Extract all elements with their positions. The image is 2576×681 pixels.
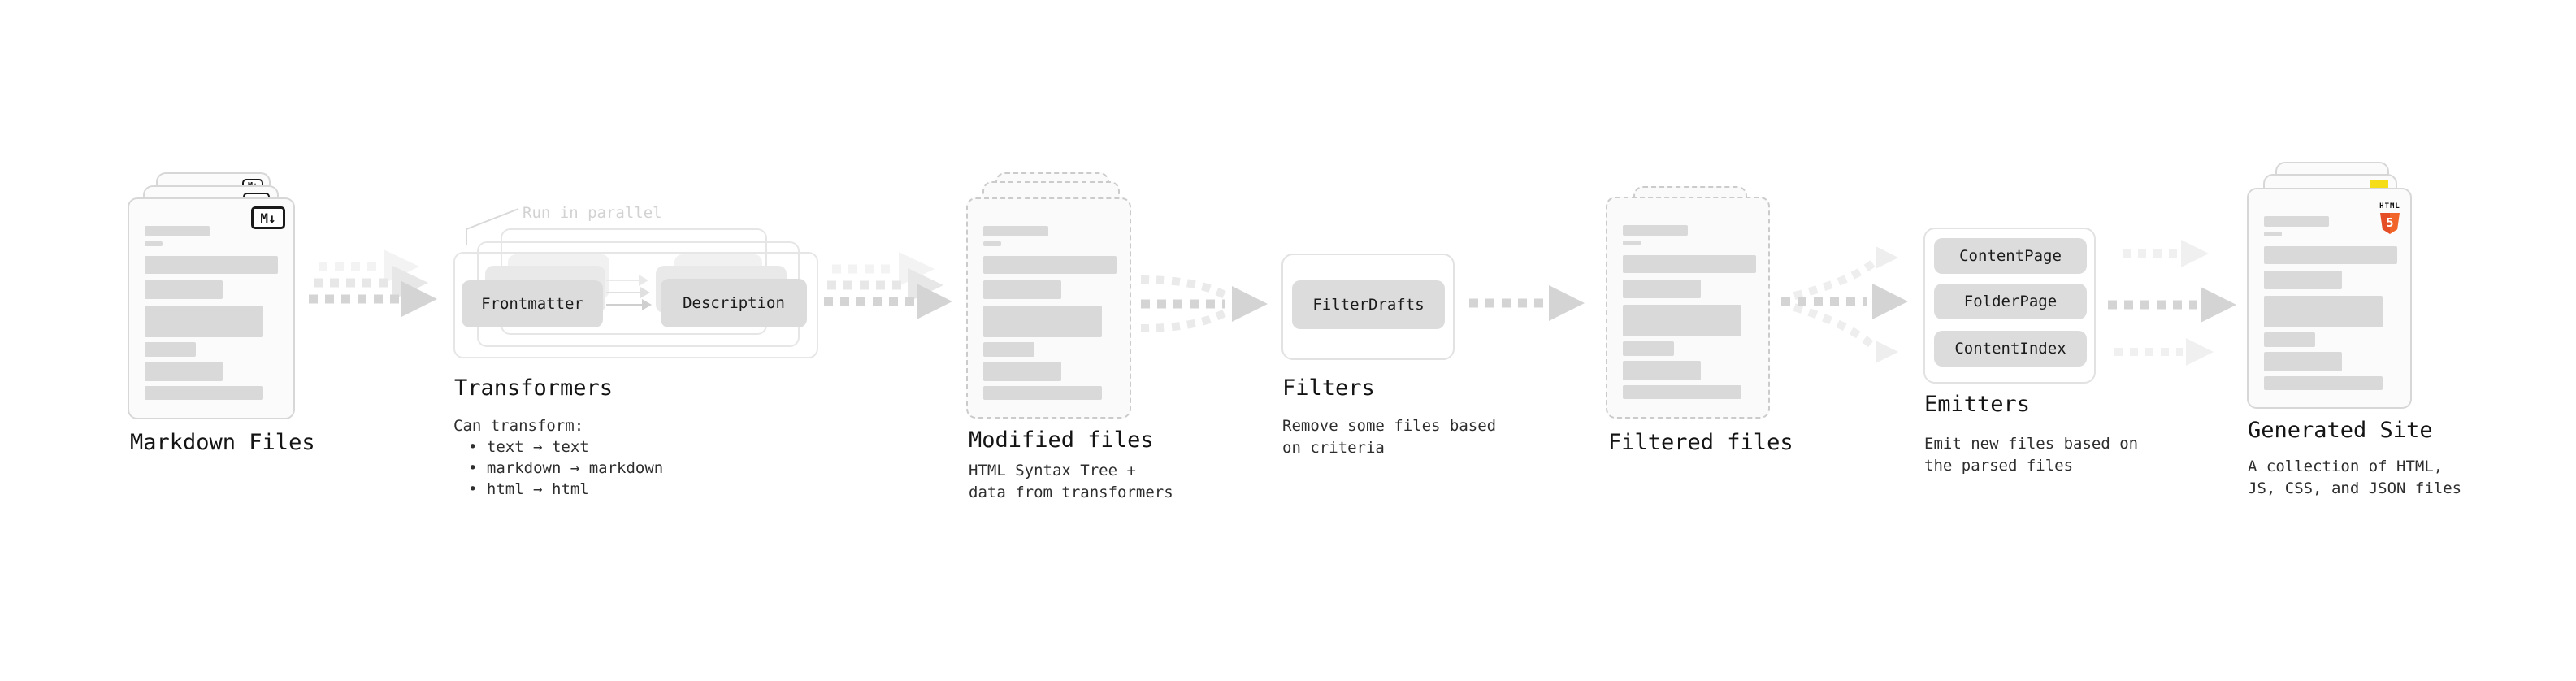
skeleton-text-bar (983, 256, 1117, 274)
arrow-markdown-to-transformers (309, 249, 437, 317)
skeleton-text-bar (2264, 232, 2282, 236)
arrow-emitters-to-generated-site (2108, 240, 2236, 366)
contentpage-node: ContentPage (1934, 238, 2087, 274)
skeleton-text-bar (145, 386, 263, 400)
caption-line: Remove some files based (1282, 417, 1497, 435)
skeleton-text-bar (1623, 341, 1674, 356)
contentindex-node: ContentIndex (1934, 331, 2087, 367)
skeleton-text-bar (2264, 376, 2383, 390)
run-in-parallel-label: Run in parallel (523, 204, 662, 222)
caption-heading: Can transform: (453, 417, 584, 435)
skeleton-text-bar (145, 226, 210, 236)
description-node: Description (661, 279, 807, 327)
skeleton-text-bar (1623, 280, 1701, 298)
skeleton-text-bar (1623, 225, 1688, 236)
emitters-caption: Emit new files based on the parsed files (1924, 433, 2138, 477)
skeleton-text-bar (983, 280, 1061, 299)
skeleton-text-bar (1623, 241, 1641, 245)
html5-icon-label: HTML (2379, 202, 2400, 210)
skeleton-text-bar (145, 280, 223, 299)
filters-panel (1281, 254, 1455, 360)
skeleton-text-bar (2264, 216, 2329, 227)
stage-markdown-files: M↓ M↓ M↓ Markdown Files (128, 172, 323, 465)
caption-line: the parsed files (1924, 457, 2074, 475)
html5-icon: HTML 5 (2379, 196, 2400, 234)
caption-bullet: • text → text (468, 438, 589, 456)
stage-filters: FilterDrafts Filters Remove some files b… (1281, 254, 1496, 497)
skeleton-text-bar (2264, 352, 2342, 371)
skeleton-text-bar (2264, 296, 2383, 327)
javascript-icon (2370, 180, 2388, 190)
skeleton-text-bar (1623, 255, 1756, 273)
frontmatter-node: Frontmatter (462, 280, 603, 327)
emitters-panel (1923, 228, 2096, 384)
doc-card-front: M↓ (128, 197, 295, 419)
skeleton-text-bar (1623, 305, 1741, 336)
arrow-filters-to-filtered-files (1469, 285, 1585, 321)
skeleton-text-bar (983, 386, 1102, 400)
filters-caption: Remove some files based on criteria (1282, 415, 1496, 459)
skeleton-text-bar (145, 342, 196, 357)
stage-modified-files: Modified files HTML Syntax Tree + data f… (966, 172, 1173, 514)
stage-title-transformers: Transformers (454, 375, 614, 401)
stage-filtered-files: Filtered files (1606, 186, 1801, 479)
skeleton-text-bar (2264, 271, 2342, 289)
folderpage-node: FolderPage (1934, 284, 2087, 319)
stage-emitters: ContentPage FolderPage ContentIndex Emit… (1923, 228, 2138, 496)
stage-title-emitters: Emitters (1924, 392, 2031, 417)
stage-title-filters: Filters (1282, 375, 1375, 401)
skeleton-text-bar (1623, 361, 1701, 380)
caption-bullet: • markdown → markdown (468, 459, 664, 477)
caption-bullet: • html → html (468, 480, 589, 498)
doc-card-front (966, 197, 1131, 419)
markdown-icon: M↓ (251, 206, 285, 229)
skeleton-text-bar (145, 256, 278, 274)
skeleton-text-bar (983, 226, 1048, 236)
transformers-caption: Can transform: • text → text • markdown … (453, 415, 663, 500)
caption-line: JS, CSS, and JSON files (2248, 479, 2462, 497)
doc-card-front: HTML 5 (2247, 188, 2412, 409)
html5-icon-shield: 5 (2380, 213, 2400, 234)
stage-title-markdown-files: Markdown Files (130, 430, 315, 455)
caption-line: A collection of HTML, (2248, 458, 2444, 475)
skeleton-text-bar (983, 241, 1001, 246)
stage-title-filtered-files: Filtered files (1608, 430, 1793, 455)
caption-line: on criteria (1282, 439, 1385, 457)
skeleton-text-bar (145, 306, 263, 337)
caption-line: HTML Syntax Tree + (969, 462, 1136, 479)
stage-generated-site: CSS HTML 5 Generated Site A collection o… (2247, 162, 2474, 503)
filterdrafts-node: FilterDrafts (1292, 280, 1445, 329)
modified-files-caption: HTML Syntax Tree + data from transformer… (969, 460, 1173, 504)
skeleton-text-bar (145, 362, 223, 381)
generated-site-caption: A collection of HTML, JS, CSS, and JSON … (2248, 456, 2461, 500)
skeleton-text-bar (983, 306, 1102, 337)
stage-title-generated-site: Generated Site (2248, 418, 2433, 443)
stage-transformers: Run in parallel Frontmatter Description … (453, 204, 827, 521)
doc-card-front (1606, 197, 1770, 419)
skeleton-text-bar (2264, 246, 2397, 264)
caption-line: data from transformers (969, 484, 1173, 501)
arrow-transformers-to-modified-files (824, 252, 952, 319)
transformer-frame-front (453, 252, 818, 358)
stage-title-modified-files: Modified files (969, 427, 1154, 453)
skeleton-text-bar (983, 362, 1061, 381)
skeleton-text-bar (983, 342, 1034, 357)
skeleton-text-bar (2264, 332, 2315, 347)
skeleton-text-bar (1623, 385, 1741, 399)
skeleton-text-bar (145, 241, 163, 246)
caption-line: Emit new files based on (1924, 435, 2139, 453)
